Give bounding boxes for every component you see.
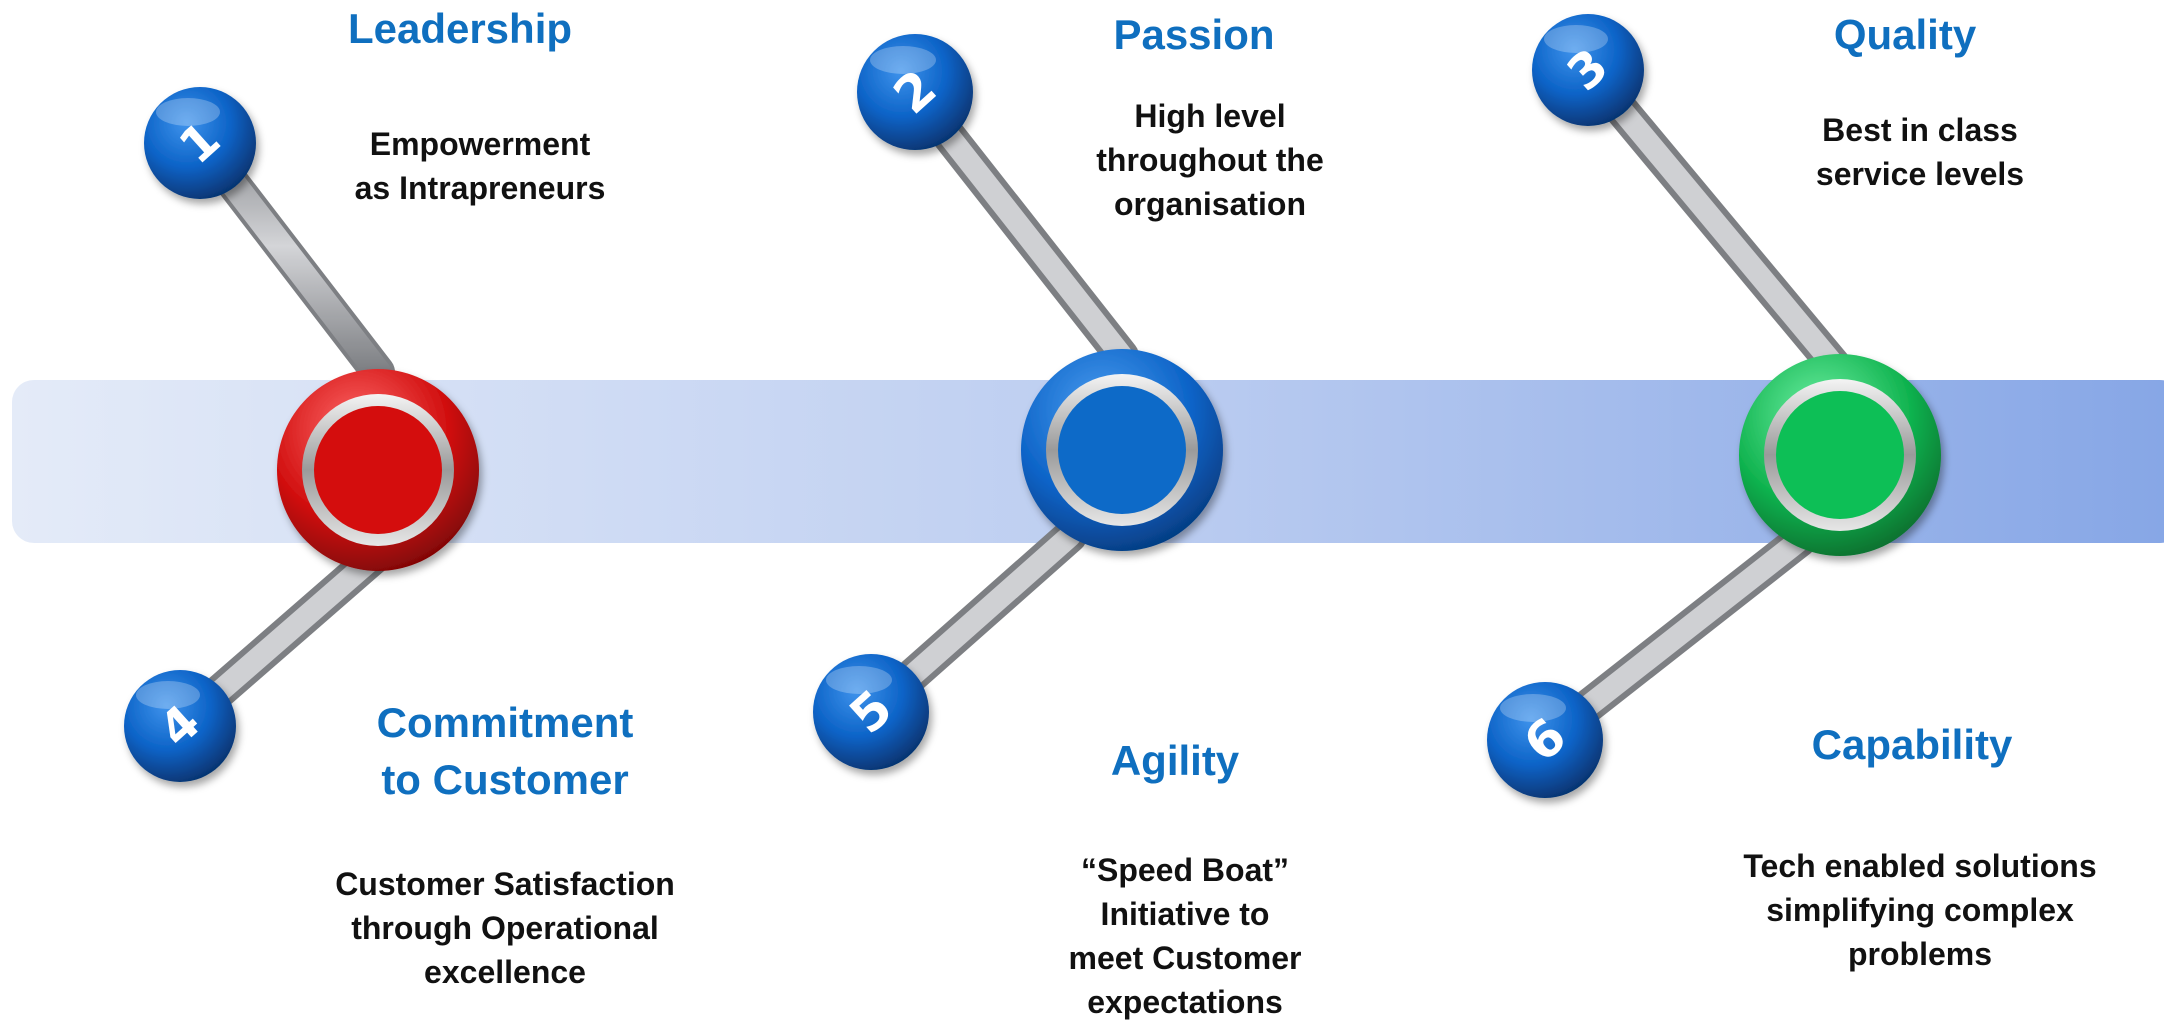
node-5-desc-line-3: meet Customer [1068,940,1302,976]
node-4-title-line-2: to Customer [381,756,629,803]
node-2-desc-line-3: organisation [1113,186,1306,222]
node-6-desc: Tech enabled solutions simplifying compl… [1720,844,2120,976]
node-2-ball: 2 [857,34,973,150]
node-5-title: Agility [1110,737,1240,784]
hub-green [1739,354,1941,556]
node-2-title: Passion [1113,11,1275,58]
node-6-desc-line-2: simplifying complex [1766,892,2074,928]
node-1-desc: Empowerment as Intrapreneurs [300,122,660,210]
node-2-desc-line-1: High level [1134,98,1286,134]
node-3-title: Quality [1833,11,1977,58]
node-3-desc: Best in class service levels [1745,108,2095,196]
node-6-desc-line-3: problems [1847,936,1993,972]
node-5-desc: “Speed Boat” Initiative to meet Customer… [1010,848,1360,1024]
node-2-desc-line-2: throughout the [1096,142,1324,178]
node-4-desc-line-3: excellence [424,954,586,990]
node-2-desc: High level throughout the organisation [1035,94,1385,226]
hub-blue [1021,349,1223,551]
node-6-ball: 6 [1487,682,1603,798]
node-1-desc-line-2: as Intrapreneurs [354,170,606,206]
node-4-desc-line-1: Customer Satisfaction [335,866,675,902]
node-4-title-line-1: Commitment [376,699,634,746]
node-3-desc-line-1: Best in class [1822,112,2018,148]
node-4-ball: 4 [124,670,236,782]
node-5-desc-line-1: “Speed Boat” [1080,852,1290,888]
node-4-title: Commitment to Customer [305,694,705,808]
node-6-desc-line-1: Tech enabled solutions [1743,848,2097,884]
node-5-desc-line-4: expectations [1087,984,1283,1020]
node-1-title: Leadership [347,5,573,52]
node-1-desc-line-1: Empowerment [369,126,591,162]
node-5-ball: 5 [813,654,929,770]
node-6-title: Capability [1811,721,2013,768]
node-3-desc-line-2: service levels [1815,156,2025,192]
node-1-ball: 1 [144,87,256,199]
node-4-desc: Customer Satisfaction through Operationa… [305,862,705,994]
node-4-desc-line-2: through Operational [351,910,659,946]
hub-red [277,369,479,571]
node-5-desc-line-2: Initiative to [1100,896,1270,932]
node-3-ball: 3 [1532,14,1644,126]
